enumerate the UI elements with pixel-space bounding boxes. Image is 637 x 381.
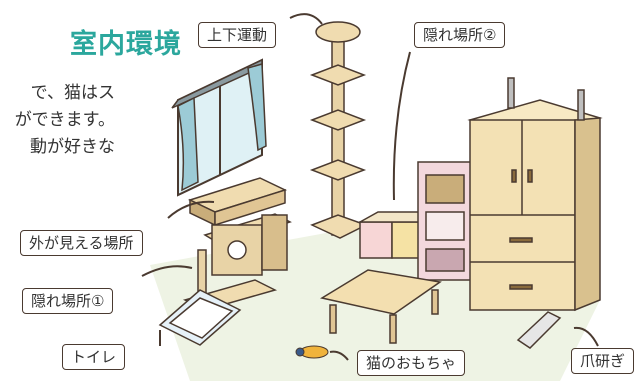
label-outside-view: 外が見える場所 [20,230,143,256]
cat-toy [295,345,329,359]
shelf [417,161,473,281]
label-hiding-place-1: 隠れ場所① [22,288,114,314]
label-hiding-place-2: 隠れ場所② [414,22,506,48]
litter-box [158,289,242,346]
page-heading: 室内環境 [70,29,182,60]
window [171,58,267,197]
label-vertical-movement: 上下運動 [198,22,277,48]
label-scratcher: 爪研ぎ [571,348,635,374]
label-arrows [141,13,599,361]
body-text-line-2: ができます。 [14,110,115,130]
cat-tower-window [182,177,292,311]
label-toilet: トイレ [62,344,126,370]
wardrobe [467,77,603,312]
cat-tower-tall [309,21,368,239]
low-table [320,269,442,344]
scratcher [516,311,562,349]
label-cat-toy: 猫のおもちゃ [357,350,466,376]
body-text-line-1: で、猫はス [30,83,115,103]
body-text-line-3: 動が好きな [30,137,115,157]
